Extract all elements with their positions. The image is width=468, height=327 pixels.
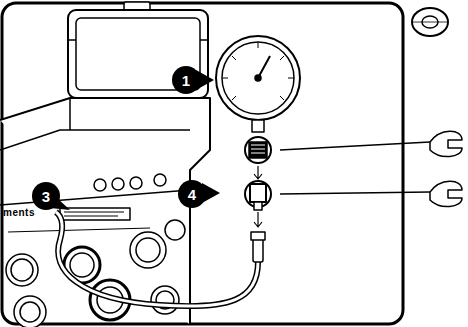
pressure-gauge: [216, 36, 300, 163]
tools: [280, 8, 462, 207]
flow-arrows: [254, 166, 262, 227]
case-body: [0, 98, 210, 325]
callout-number: 3: [32, 182, 60, 210]
adapter-fitting: [245, 181, 271, 210]
case-lid: [68, 2, 208, 98]
panel-gauges: [6, 220, 185, 327]
panel-text: ments: [3, 207, 53, 221]
callout-number: 4: [178, 180, 206, 208]
hose: [56, 212, 265, 306]
callout-number: 1: [172, 66, 200, 94]
